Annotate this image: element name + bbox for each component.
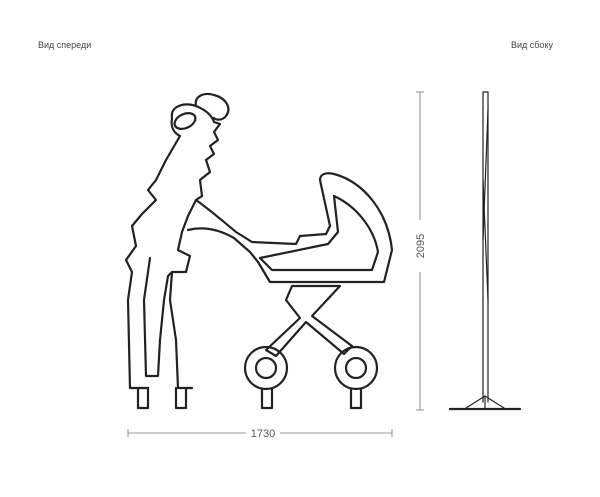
right-foot-post (174, 386, 188, 410)
side-view-label: Вид сбоку (511, 40, 553, 50)
front-outline (168, 194, 204, 390)
height-dimension: 2095 (415, 91, 427, 411)
mother-figure (124, 92, 328, 410)
stroller-hood (256, 172, 394, 284)
width-dimension-value: 1730 (251, 428, 275, 440)
height-dimension-value: 2095 (415, 234, 427, 258)
head-outline (170, 103, 222, 198)
side-base-struts (465, 395, 505, 409)
side-view-post (448, 91, 522, 411)
stroller (243, 172, 394, 410)
left-wheel (243, 345, 289, 391)
inner-leg (142, 256, 174, 378)
stroller-x-frame (264, 284, 354, 358)
left-foot-post (136, 386, 150, 410)
stroller-basket (258, 194, 380, 272)
right-wheel-hub (344, 356, 368, 380)
left-wheel-hub (254, 356, 278, 380)
width-dimension: 1730 (127, 428, 393, 440)
side-post-brace (482, 179, 489, 301)
arm-upper (194, 198, 328, 246)
eye-ellipse (173, 112, 197, 130)
left-wheel-post (260, 387, 274, 410)
back-outline (124, 116, 182, 390)
side-post-brace-2 (482, 109, 489, 241)
side-post-body (482, 91, 489, 403)
front-view-label: Вид спереди (38, 40, 91, 50)
hair-bun (194, 92, 230, 121)
right-wheel-post (349, 387, 363, 410)
arm-lower (186, 227, 260, 264)
right-wheel (333, 345, 379, 391)
